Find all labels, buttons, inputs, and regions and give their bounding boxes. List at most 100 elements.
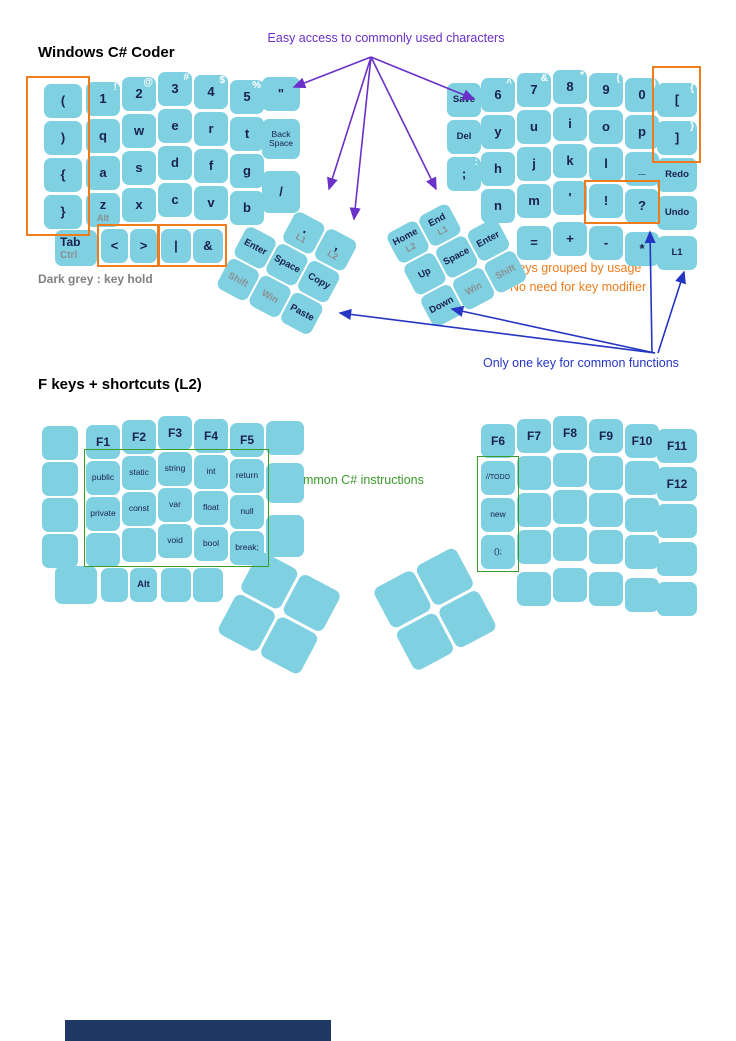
tap-label: 6 (494, 87, 502, 102)
tap-label: t (244, 126, 250, 141)
tap-label: Tab (60, 234, 81, 249)
key-blank (625, 578, 659, 612)
tap-label: r (208, 121, 214, 136)
key-blank (42, 462, 78, 496)
key-blank (101, 568, 128, 602)
key-brace-open: { (44, 158, 82, 192)
key-var: var (158, 488, 192, 522)
tap-label: F6 (490, 434, 505, 448)
tap-label: return (235, 470, 259, 481)
key-exclamation: ! (589, 184, 623, 218)
tap-label: Win (463, 279, 484, 298)
tap-label: y (494, 124, 502, 139)
tap-label: 9 (602, 82, 610, 97)
tap-label: + (566, 231, 574, 246)
key-blank (625, 535, 659, 569)
key-blank (517, 530, 551, 564)
key-l: l (589, 147, 623, 181)
tap-label: Up (416, 265, 433, 282)
key-blank (42, 498, 78, 532)
key-6: ^6 (481, 78, 515, 112)
key-c: c (158, 183, 192, 217)
tap-label: static (129, 467, 149, 478)
tap-label: d (171, 155, 179, 170)
tap-label: F2 (131, 430, 146, 444)
note-one-key: Only one key for common functions (483, 356, 679, 370)
tap-label: Shift (226, 269, 251, 290)
tap-label: F1 (95, 435, 110, 449)
tap-label: b (243, 200, 251, 215)
tap-label: Back Space (268, 128, 294, 148)
tap-label: Space (272, 252, 303, 276)
shift-char-label: ! (113, 82, 117, 93)
tap-label: c (171, 192, 179, 207)
tap-label: F3 (167, 426, 182, 440)
tap-label: Win (259, 287, 281, 306)
tap-label: = (530, 235, 538, 250)
tap-label: Alt (137, 579, 150, 590)
key-f12: F12 (657, 467, 697, 501)
key-paren-close: ) (44, 121, 82, 155)
tap-label: private (90, 508, 116, 519)
shift-char-label: { (690, 83, 694, 94)
tap-label: . (300, 220, 312, 237)
tap-label: bool (202, 538, 220, 549)
key-3: #3 (158, 72, 192, 106)
tap-label: Down (427, 294, 456, 317)
key-f2: F2 (122, 420, 156, 454)
tap-label: 7 (530, 82, 538, 97)
key-blank (161, 568, 191, 602)
key-bracket-open: {[ (657, 83, 697, 117)
key-f10: F10 (625, 424, 659, 458)
tap-label: int (206, 466, 216, 477)
tap-label: i (568, 116, 572, 131)
key-blank (517, 456, 551, 490)
arrow-to-right-thumb-cluster (370, 56, 437, 191)
key-blank (657, 504, 697, 538)
key-blank (657, 542, 697, 576)
tap-label: , (332, 236, 344, 253)
shift-char-label: ( (616, 73, 620, 84)
tap-label: " (277, 86, 285, 101)
tap-label: F8 (562, 426, 577, 440)
shift-char-label: ^ (506, 78, 512, 89)
tap-label: > (139, 238, 148, 253)
key-blank (589, 530, 623, 564)
key-f: f (194, 149, 228, 183)
key-8: *8 (553, 70, 587, 104)
tap-label: / (279, 184, 283, 199)
key-apostrophe: ' (553, 181, 587, 215)
tap-label: void (167, 535, 183, 546)
key-s: s (122, 151, 156, 185)
tap-label: ) (60, 130, 66, 145)
key-1: !1 (86, 82, 120, 116)
tap-label: | (174, 238, 178, 253)
tap-label: 4 (207, 84, 215, 99)
key-blank (42, 426, 78, 460)
key-back-space: Back Space (262, 119, 300, 159)
shift-char-label: @ (143, 77, 153, 88)
key-minus: - (589, 226, 623, 260)
arrow-to-l1-key (657, 270, 686, 354)
highlight-square-brackets (652, 66, 701, 163)
tap-label: 1 (99, 91, 107, 106)
tap-label: null (240, 506, 254, 517)
hold-label: Ctrl (60, 249, 78, 261)
key-del: Del (447, 120, 481, 154)
key-blank (517, 572, 551, 606)
tap-label: k (566, 153, 574, 168)
highlight-pipe-ampersand (158, 224, 227, 267)
tap-label: ( (60, 93, 66, 108)
key-u: u (517, 110, 551, 144)
highlight-round-curly-brackets-column (26, 76, 90, 236)
key-b: b (230, 191, 264, 225)
tap-label: q (99, 128, 107, 143)
key-blank (553, 490, 587, 524)
tap-label: l (604, 156, 608, 171)
key-new: new (481, 498, 515, 532)
tap-label: j (532, 156, 536, 171)
key-w: w (122, 114, 156, 148)
arrow-to-period-key (327, 56, 372, 191)
tap-label: Shift (493, 261, 518, 282)
arrow-to-quote-key (292, 56, 372, 89)
